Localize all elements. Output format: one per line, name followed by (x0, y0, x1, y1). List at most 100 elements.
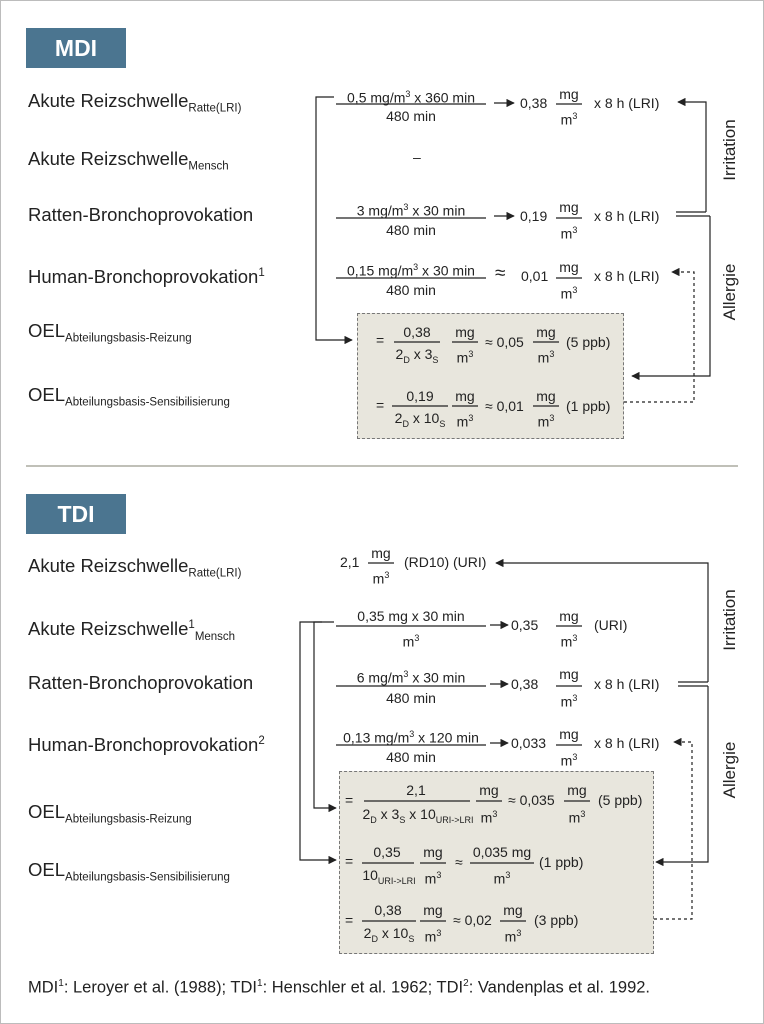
tdi-f3-result: 0,38 (511, 676, 539, 692)
mdi-f3-denominator: 480 min (386, 222, 436, 238)
mdi-o2-u1-den: m3 (456, 413, 474, 430)
tdi-f4-tail: x 8 h (LRI) (594, 735, 660, 751)
mdi-row-oel-sensib: OELAbteilungsbasis-Sensibilisierung (28, 384, 230, 409)
mdi-row-human-bronch: Human-Bronchoprovokation1 (28, 266, 265, 288)
tdi-o3-den: 2D x 10S (363, 925, 415, 944)
tdi-o1-eq: = (345, 792, 354, 808)
tdi-irritation-arrow (495, 558, 709, 682)
tdi-f4-denominator: 480 min (386, 749, 436, 765)
mdi-o1-approx: ≈ 0,05 (485, 334, 524, 350)
tdi-o1-approx: ≈ 0,035 (508, 792, 555, 808)
tdi-o2-r-den: m3 (493, 870, 511, 887)
mdi-irritation-arrow (677, 97, 707, 212)
tdi-row-human-bronch: Human-Bronchoprovokation2 (28, 734, 265, 756)
mdi-f4-result: 0,01 (521, 268, 549, 284)
mdi-irr-to-oel-arrow (631, 216, 711, 381)
mdi-f1-unit-num: mg (559, 86, 579, 102)
tdi-o3-ppb: (3 ppb) (534, 912, 579, 928)
mdi-f4-numerator: 0,15 mg/m3 x 30 min (347, 262, 475, 279)
mdi-o2-den: 2D x 10S (394, 410, 446, 429)
tdi-o2-den: 10URI->LRI (362, 867, 416, 886)
mdi-row-ratten-bronch: Ratten-Bronchoprovokation (28, 204, 254, 225)
tdi-left-bracket-a (313, 621, 337, 813)
tdi-o3-num: 0,38 (374, 902, 402, 918)
tdi-o2-approx: ≈ (455, 854, 463, 870)
tdi-f2-tail: (URI) (594, 617, 628, 633)
mdi-o1-u1-num: mg (455, 324, 475, 340)
tdi-o1-u2-num: mg (567, 782, 587, 798)
mdi-f2-dash: – (413, 149, 421, 165)
tdi-o2-r-num: 0,035 mg (472, 844, 532, 860)
tdi-f3-numerator: 6 mg/m3 x 30 min (356, 669, 466, 686)
mdi-left-bracket (315, 96, 353, 345)
tdi-o3-u2-den: m3 (504, 928, 522, 945)
mdi-o1-u1-den: m3 (456, 349, 474, 366)
tdi-o1-num: 2,1 (406, 782, 426, 798)
tdi-row-akute-ratte: Akute ReizschwelleRatte(LRI) (28, 555, 242, 580)
tdi-o3-u1-den: m3 (424, 928, 442, 945)
mdi-o2-approx: ≈ 0,01 (485, 398, 524, 414)
tdi-o1-u1-den: m3 (480, 809, 498, 826)
tdi-f4-result: 0,033 (511, 735, 547, 751)
mdi-f1-denominator: 480 min (386, 108, 436, 124)
mdi-o1-num: 0,38 (403, 324, 431, 340)
mdi-o2-ppb: (1 ppb) (566, 398, 611, 414)
tdi-f2-numerator: 0,35 mg x 30 min (357, 608, 465, 624)
tdi-o1-ppb: (5 ppb) (598, 792, 643, 808)
mdi-f1-tail: x 8 h (LRI) (594, 95, 660, 111)
mdi-f1-numerator: 0,5 mg/m3 x 360 min (347, 89, 475, 106)
tdi-o2-num: 0,35 (373, 844, 401, 860)
mdi-f3-numerator: 3 mg/m3 x 30 min (356, 202, 466, 219)
mdi-f1-result: 0,38 (520, 95, 548, 111)
tdi-f3-tail: x 8 h (LRI) (594, 676, 660, 692)
tdi-row-oel-sensib: OELAbteilungsbasis-Sensibilisierung (28, 859, 230, 884)
mdi-row-akute-mensch: Akute ReizschwelleMensch (28, 148, 229, 173)
tdi-f1-unit-num: mg (371, 545, 391, 561)
mdi-f4-denominator: 480 min (386, 282, 436, 298)
mdi-oel-box (357, 313, 624, 439)
mdi-f4-tail: x 8 h (LRI) (594, 268, 660, 284)
tdi-f1-tail: (RD10) (URI) (404, 554, 487, 570)
mdi-f3-unit-num: mg (559, 199, 579, 215)
tdi-badge: TDI (26, 494, 126, 534)
mdi-f4-unit-den: m3 (560, 285, 578, 302)
tdi-f4-unit-num: mg (559, 726, 579, 742)
mdi-o2-u2-den: m3 (537, 413, 555, 430)
tdi-f4-unit-den: m3 (560, 752, 578, 769)
mdi-o2-u2-num: mg (536, 388, 556, 404)
mdi-o2-eq: = (376, 397, 385, 413)
tdi-row-ratten-bronch: Ratten-Bronchoprovokation (28, 672, 254, 693)
tdi-o3-eq: = (345, 912, 354, 928)
mdi-f1-unit-den: m3 (560, 111, 578, 128)
mdi-o2-u1-num: mg (455, 388, 475, 404)
tdi-o3-approx: ≈ 0,02 (453, 912, 492, 928)
mdi-allergie-dotted (624, 267, 695, 403)
mdi-o1-eq: = (376, 332, 385, 348)
tdi-f4-numerator: 0,13 mg/m3 x 120 min (343, 729, 479, 746)
tdi-o2-eq: = (345, 853, 354, 869)
tdi-f2-unit-num: mg (559, 608, 579, 624)
tdi-o1-u1-num: mg (479, 782, 499, 798)
tdi-o2-ppb: (1 ppb) (539, 854, 584, 870)
mdi-o2-num: 0,19 (406, 388, 434, 404)
tdi-row-akute-mensch: Akute Reizschwelle1Mensch (28, 618, 236, 643)
mdi-f3-tail: x 8 h (LRI) (594, 208, 660, 224)
tdi-row-oel-reizung: OELAbteilungsbasis-Reizung (28, 801, 192, 826)
tdi-o1-den: 2D x 3S x 10URI->LRI (362, 806, 474, 825)
mdi-o1-ppb: (5 ppb) (566, 334, 611, 350)
tdi-f2-unit-den: m3 (560, 633, 578, 650)
mdi-row-oel-reizung: OELAbteilungsbasis-Reizung (28, 320, 192, 345)
mdi-f4-unit-num: mg (559, 259, 579, 275)
tdi-allergie-dotted (654, 737, 693, 920)
tdi-o2-u1-num: mg (423, 844, 443, 860)
mdi-o1-u2-den: m3 (537, 349, 555, 366)
mdi-f3-unit-den: m3 (560, 225, 578, 242)
tdi-f3-denominator: 480 min (386, 690, 436, 706)
tdi-f2-denominator: m3 (402, 633, 420, 650)
tdi-f3-unit-num: mg (559, 666, 579, 682)
mdi-o1-den: 2D x 3S (395, 346, 439, 365)
tdi-f3-unit-den: m3 (560, 693, 578, 710)
mdi-f3-result: 0,19 (520, 208, 548, 224)
tdi-f2-result: 0,35 (511, 617, 539, 633)
